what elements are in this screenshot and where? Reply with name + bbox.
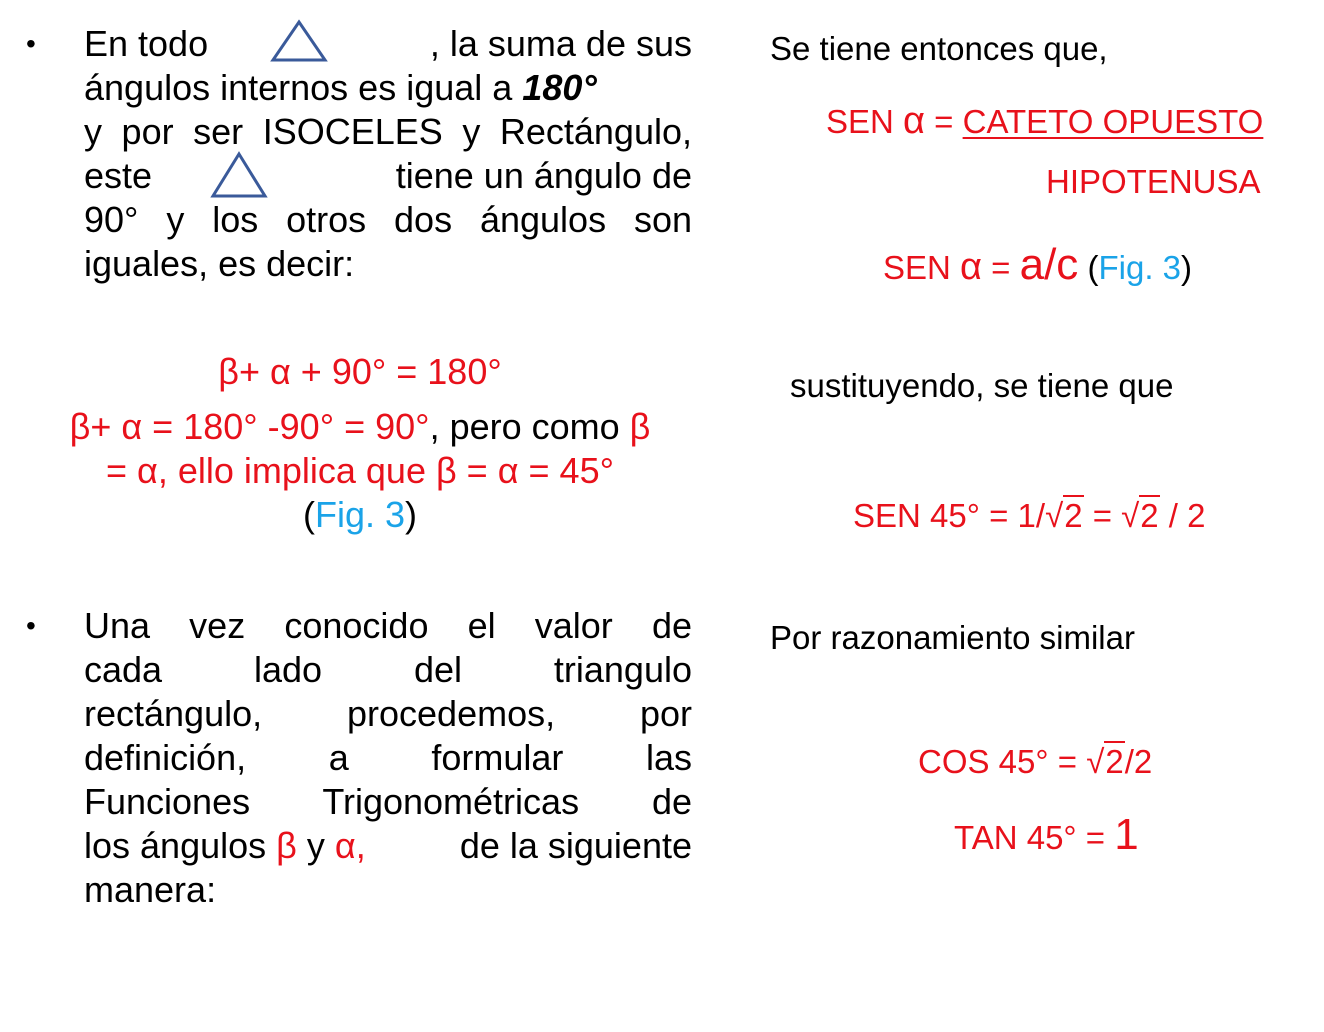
sqrt-symbol: √2 [1121,495,1160,534]
equation-1: β+ α + 90° = 180° [218,351,502,392]
equation-3: = α, ello implica que β = α = 45° [106,450,614,491]
paragraph-intro: En todo , la suma de sus ángulos interno… [84,19,692,286]
sqrt-symbol: √2 [1045,495,1084,534]
equation-2: β+ α = 180° -90° = 90°, pero como β [69,406,651,447]
bullet-icon: • [26,610,36,641]
right-intro: Se tiene entonces que, [770,30,1108,67]
similar-reasoning: Por razonamiento similar [770,619,1135,656]
sen-45: SEN 45° = 1/√2 = √2 / 2 [853,495,1206,534]
sen-denominator: HIPOTENUSA [1046,163,1261,200]
cos-45: COS 45° = √2/2 [918,741,1153,780]
substituting-text: sustituyendo, se tiene que [790,367,1174,404]
sqrt-symbol: √2 [1086,741,1125,780]
triangle-icon [270,19,328,62]
sen-a-over-c: SEN α = a/c (Fig. 3) [883,240,1193,289]
triangle-icon [210,151,268,198]
sen-definition: SEN α = CATETO OPUESTO [826,100,1264,142]
tan-45: TAN 45° = 1 [954,810,1139,859]
paragraph-functions: Una vez conocido el valor de cada lado d… [84,605,692,910]
fig-reference: (Fig. 3) [302,494,418,535]
bullet-icon: • [26,28,36,59]
